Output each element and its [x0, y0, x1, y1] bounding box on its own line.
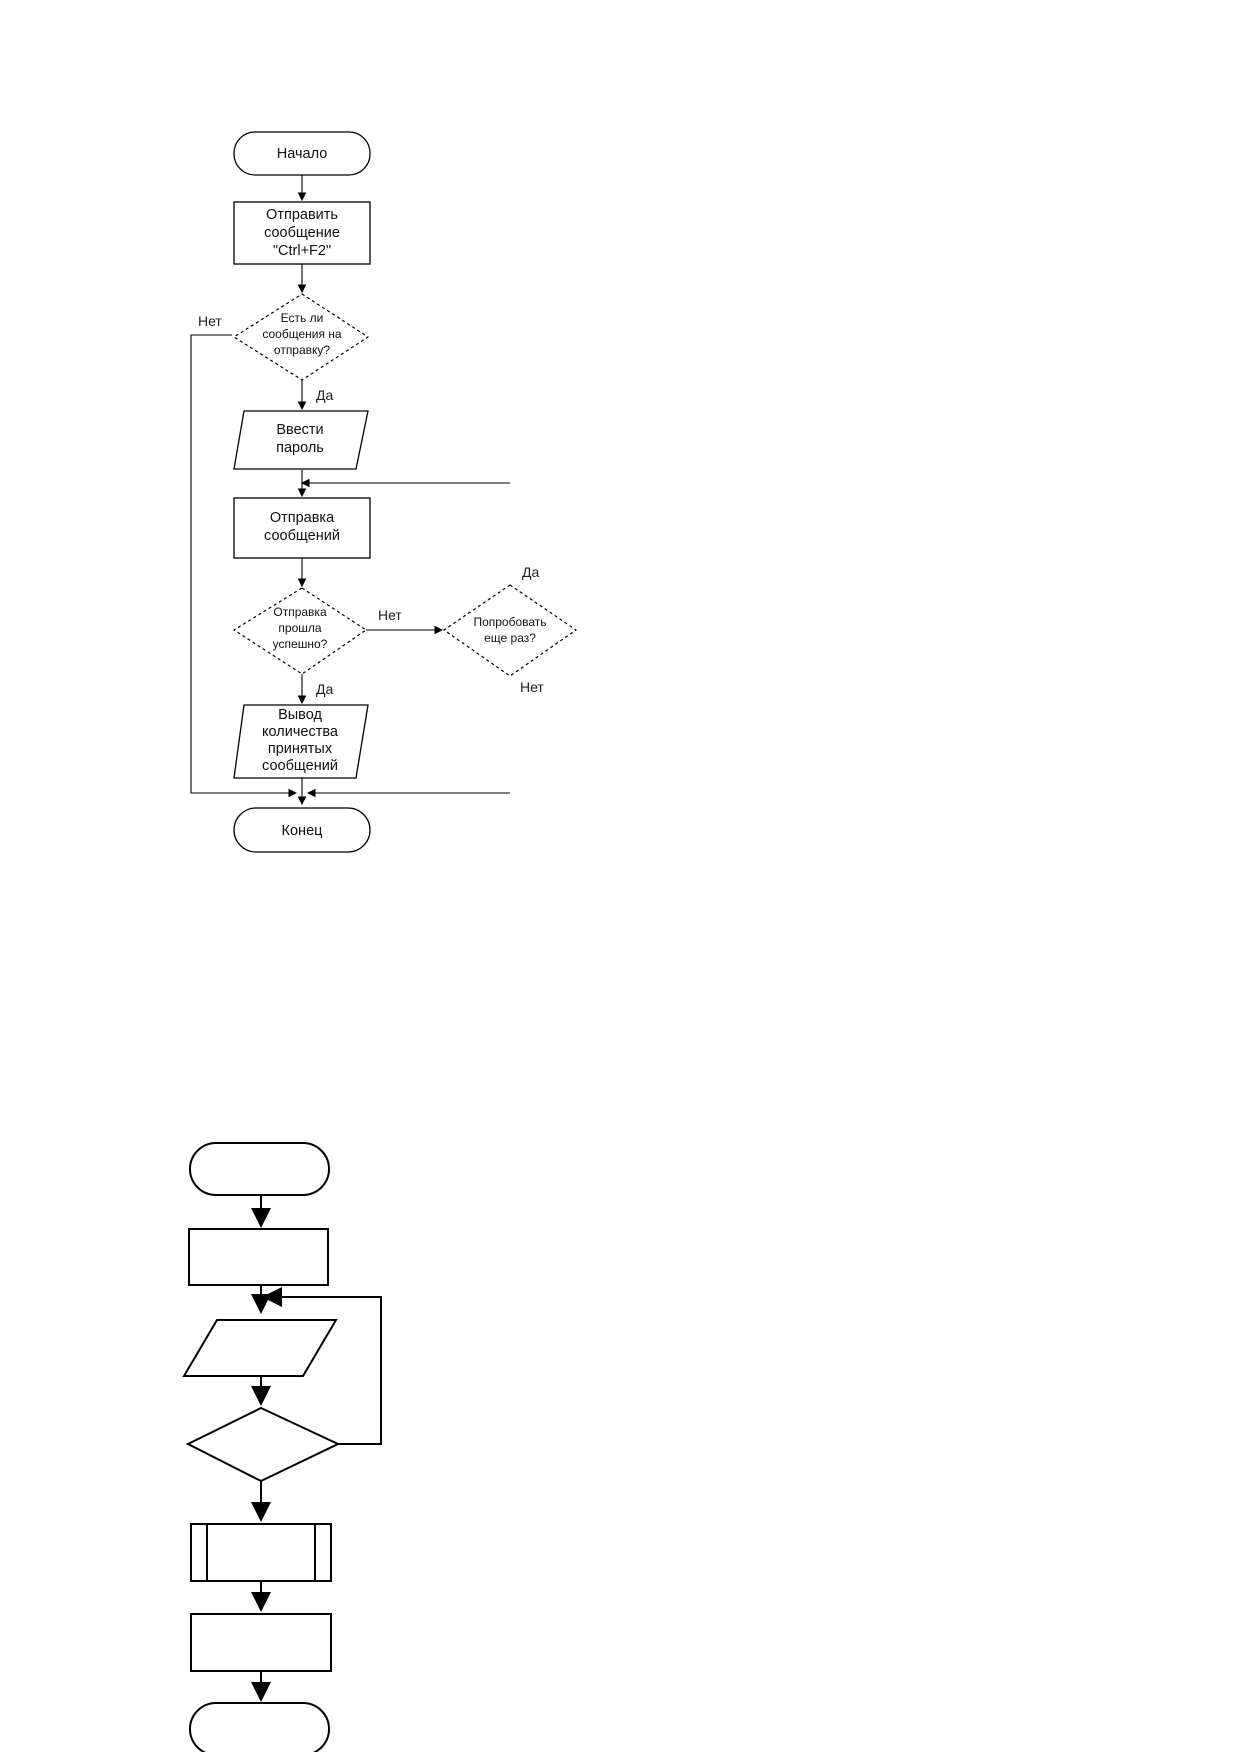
arrow-no-to-end — [190, 334, 298, 798]
sending-process — [233, 497, 371, 559]
try-again-line-1: Попробовать — [473, 615, 546, 629]
send-success-line-3: успешно? — [273, 637, 328, 651]
process-blank — [188, 1228, 329, 1286]
process-blank-2 — [190, 1613, 332, 1672]
try-again-decision — [442, 584, 578, 677]
output-count-line-3: принятых — [268, 741, 333, 757]
end-label: Конец — [282, 823, 323, 839]
start-terminal — [233, 131, 371, 176]
end-terminal — [233, 807, 371, 853]
enter-password-line-2: пароль — [276, 440, 324, 456]
edge-label-yes-1: Да — [316, 387, 333, 403]
arrow-b-loop — [262, 1287, 382, 1445]
send-success-line-1: Отправка — [273, 605, 327, 619]
sending-line-1: Отправка — [270, 510, 335, 526]
enter-password-line-1: Ввести — [276, 422, 323, 438]
has-messages-line-1: Есть ли — [281, 311, 324, 325]
edge-label-no-mid: Нет — [378, 607, 402, 623]
end-terminal-blank — [189, 1702, 330, 1752]
send-success-line-2: прошла — [278, 621, 321, 635]
output-count-line-1: Вывод — [278, 707, 322, 723]
decision-blank — [185, 1406, 341, 1483]
edge-label-no-bottom: Нет — [520, 679, 544, 695]
has-messages-line-2: сообщения на — [262, 327, 342, 341]
edge-label-no-left: Нет — [198, 313, 222, 329]
output-count-line-2: количества — [262, 724, 339, 740]
sending-line-2: сообщений — [264, 528, 340, 544]
flowchart-bottom — [182, 1142, 382, 1752]
send-message-line-2: сообщение — [264, 225, 340, 241]
has-messages-decision — [232, 293, 370, 381]
start-terminal-blank — [189, 1142, 330, 1196]
start-label: Начало — [277, 146, 328, 162]
send-message-process — [233, 201, 371, 265]
send-message-line-3: "Ctrl+F2" — [273, 243, 331, 259]
io-blank — [182, 1319, 338, 1377]
output-count-line-4: сообщений — [262, 758, 338, 774]
edge-label-yes-2: Да — [316, 681, 333, 697]
try-again-line-2: еще раз? — [484, 631, 536, 645]
subprocess-blank — [190, 1523, 332, 1582]
output-count-io — [233, 704, 369, 779]
flowchart-top: Начало Отправить сообщение "Ctrl+F2" Ест… — [190, 131, 578, 853]
send-message-line-1: Отправить — [266, 207, 338, 223]
send-success-decision — [232, 587, 368, 675]
has-messages-line-3: отправку? — [274, 343, 331, 357]
enter-password-io — [233, 410, 369, 470]
edge-label-yes-top: Да — [522, 564, 539, 580]
